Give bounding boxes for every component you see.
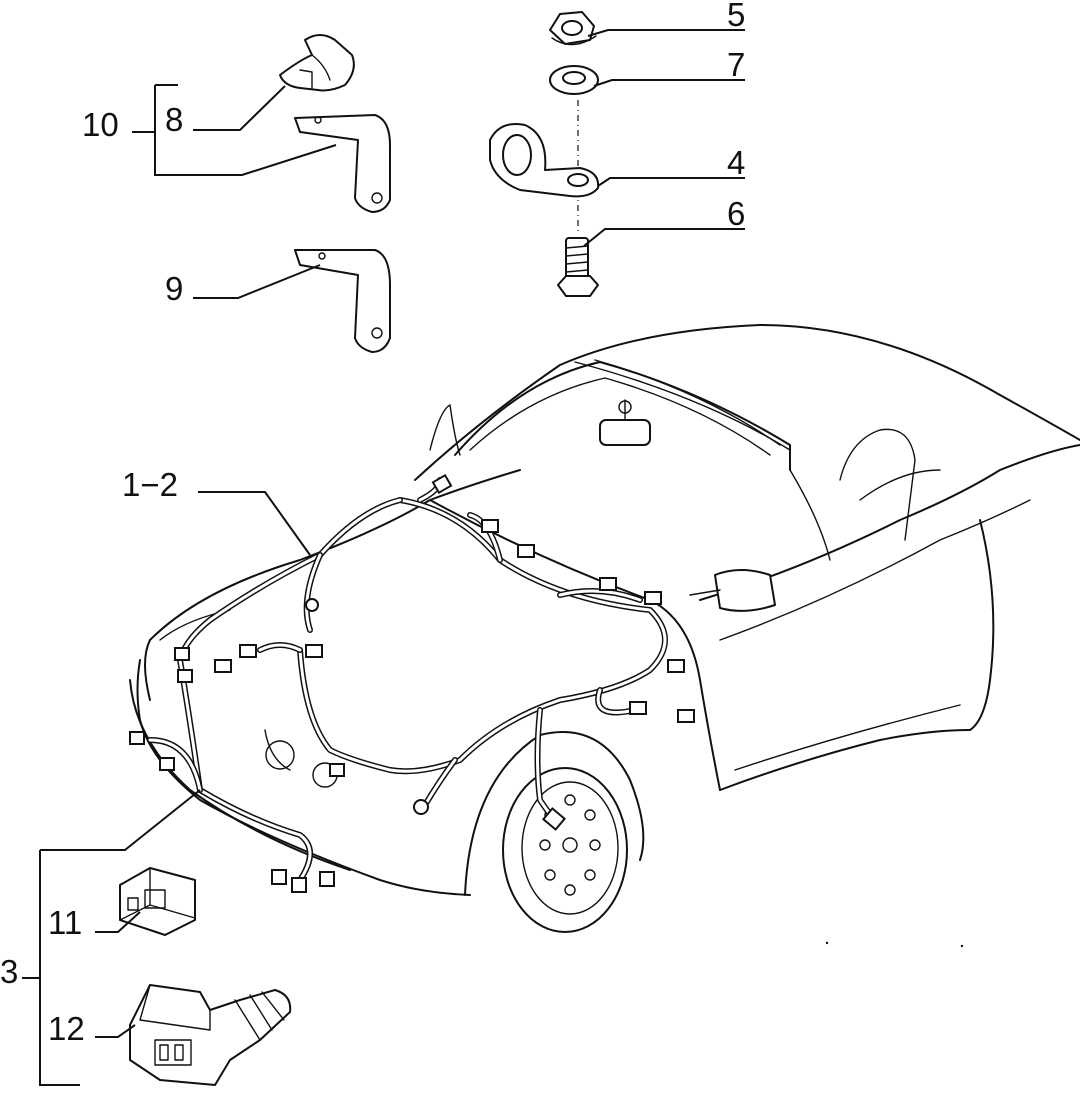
callout-1-2: 1−2 [122,466,178,503]
bracket-alt-icon [294,249,391,353]
p-clip-icon [489,123,600,198]
callout-11: 11 [48,904,82,941]
nut-icon [549,11,597,46]
callout-8: 8 [165,101,183,138]
wire-clip-icon [279,34,355,92]
leader-lines [22,29,745,1086]
bracket-icon [294,114,391,213]
fuse-holder-icon [119,867,196,936]
connector-icon [129,984,292,1086]
callout-9: 9 [165,270,183,307]
callout-4: 4 [727,144,745,181]
callout-10: 10 [82,106,119,143]
callout-5: 5 [727,0,745,33]
callout-12: 12 [48,1010,85,1047]
callout-6: 6 [727,195,745,232]
callout-3: 3 [0,953,18,990]
bolt-icon [557,237,599,297]
wiring-harness [129,473,695,893]
washer-icon [549,65,599,95]
car-body [129,324,1080,933]
callout-7: 7 [727,46,745,83]
